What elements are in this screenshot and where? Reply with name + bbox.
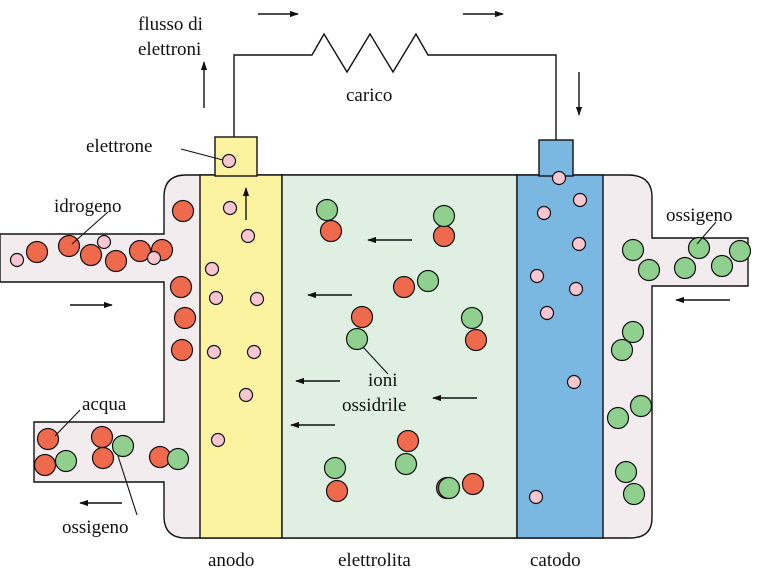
hydrogen-atom [170,338,194,362]
oxygen-atom [687,236,711,260]
hydrogen-atom [57,234,81,258]
flow-arrows [70,10,730,507]
hydrogen-atom [128,239,152,263]
hydroxide-leader [362,346,389,375]
oxygen-atom [622,482,646,506]
hydrogen-atom [79,243,103,267]
electron-dot [536,205,552,221]
electron-dot [238,387,254,403]
electron-dot [572,192,588,208]
electron-dot [571,236,587,252]
hydrogen-atom [350,305,374,329]
cathode-terminal [538,139,574,177]
electron-dot [528,489,544,505]
oxygen-atom [673,256,697,280]
oxygen-atom [437,476,461,500]
hydrogen-leader [71,211,109,245]
load-label: carico [346,85,392,106]
hydrogen-atom [33,453,57,477]
oxygen-atom [728,239,752,263]
electron-dot [96,234,112,250]
oxygen-atom [614,460,638,484]
oxygen-atom [637,258,661,282]
electron-label: elettrone [86,136,152,157]
electron-dot [146,250,162,266]
electron-leader [180,148,224,161]
electron-dot [221,153,237,169]
oxygen-atom [323,456,347,480]
oxygen-atom [621,238,645,262]
electron-dot [529,268,545,284]
hydrogen-label: idrogeno [54,196,122,217]
leader-lines [54,148,717,516]
hydrogen-atom [461,472,485,496]
oxygen-atom [111,434,135,458]
electron-dot [566,374,582,390]
electron-dot [551,170,567,186]
electron-flow-label-line2: elettroni [138,39,201,60]
oxygen-out-leader [117,455,138,516]
water-leader [54,409,81,437]
labels: flusso di elettroni carico elettrone idr… [54,14,733,571]
cathode-label: catodo [530,550,581,571]
electron-dot [568,281,584,297]
oxygen-atom [345,327,369,351]
electron-dot [210,432,226,448]
oxygen-atom [621,320,645,344]
electron-dot [206,344,222,360]
hydrogen-atom [104,249,128,273]
oxygen-atom [610,338,634,362]
electron-dot [249,291,265,307]
hydrogen-atom [464,328,488,352]
oxygen-atom [166,447,190,471]
electron-dot [208,290,224,306]
electron-flow-label-line1: flusso di [138,14,203,35]
oxygen-atom [606,406,630,430]
hydrogen-atom [90,425,114,449]
anode-label: anodo [208,550,254,571]
oxygen-atom [460,306,484,330]
oxygen-atom [394,452,418,476]
anode-terminal [214,136,258,177]
hydrogen-atom [169,275,193,299]
electron-dot [204,261,220,277]
oxygen-in-leader [696,221,717,245]
hydrogen-atom [392,275,416,299]
electron-dot [539,305,555,321]
hydrogen-atom [91,446,115,470]
oxygen-atom [315,198,339,222]
hydrogen-atom [36,427,60,451]
fuel-cell-body [0,136,749,539]
external-circuit-wire [233,32,557,140]
hydrogen-atom [25,240,49,264]
oxygen-out-label: ossigeno [62,517,129,538]
hydrogen-atom [319,219,343,243]
cathode [516,174,604,539]
hydrogen-atom [173,306,197,330]
oxygen-atom [710,254,734,278]
electron-dot [222,200,238,216]
hydrogen-atom [396,429,420,453]
oxygen-atom [54,449,78,473]
oxygen-atom [432,204,456,228]
oxygen-atom [629,394,653,418]
hydroxide-label-line1: ioni [368,370,398,391]
electron-dot [246,344,262,360]
hydrogen-atom [432,224,456,248]
particles [9,153,752,506]
electron-dot [9,252,25,268]
oxygen-in-label: ossigeno [666,205,733,226]
water-label: acqua [82,394,127,415]
hydroxide-label-line2: ossidrile [342,395,406,416]
hydrogen-atom [325,479,349,503]
electron-dot [240,228,256,244]
oxygen-atom [416,269,440,293]
electrolyte-label: elettrolita [338,550,411,571]
hydrogen-atom [171,199,195,223]
